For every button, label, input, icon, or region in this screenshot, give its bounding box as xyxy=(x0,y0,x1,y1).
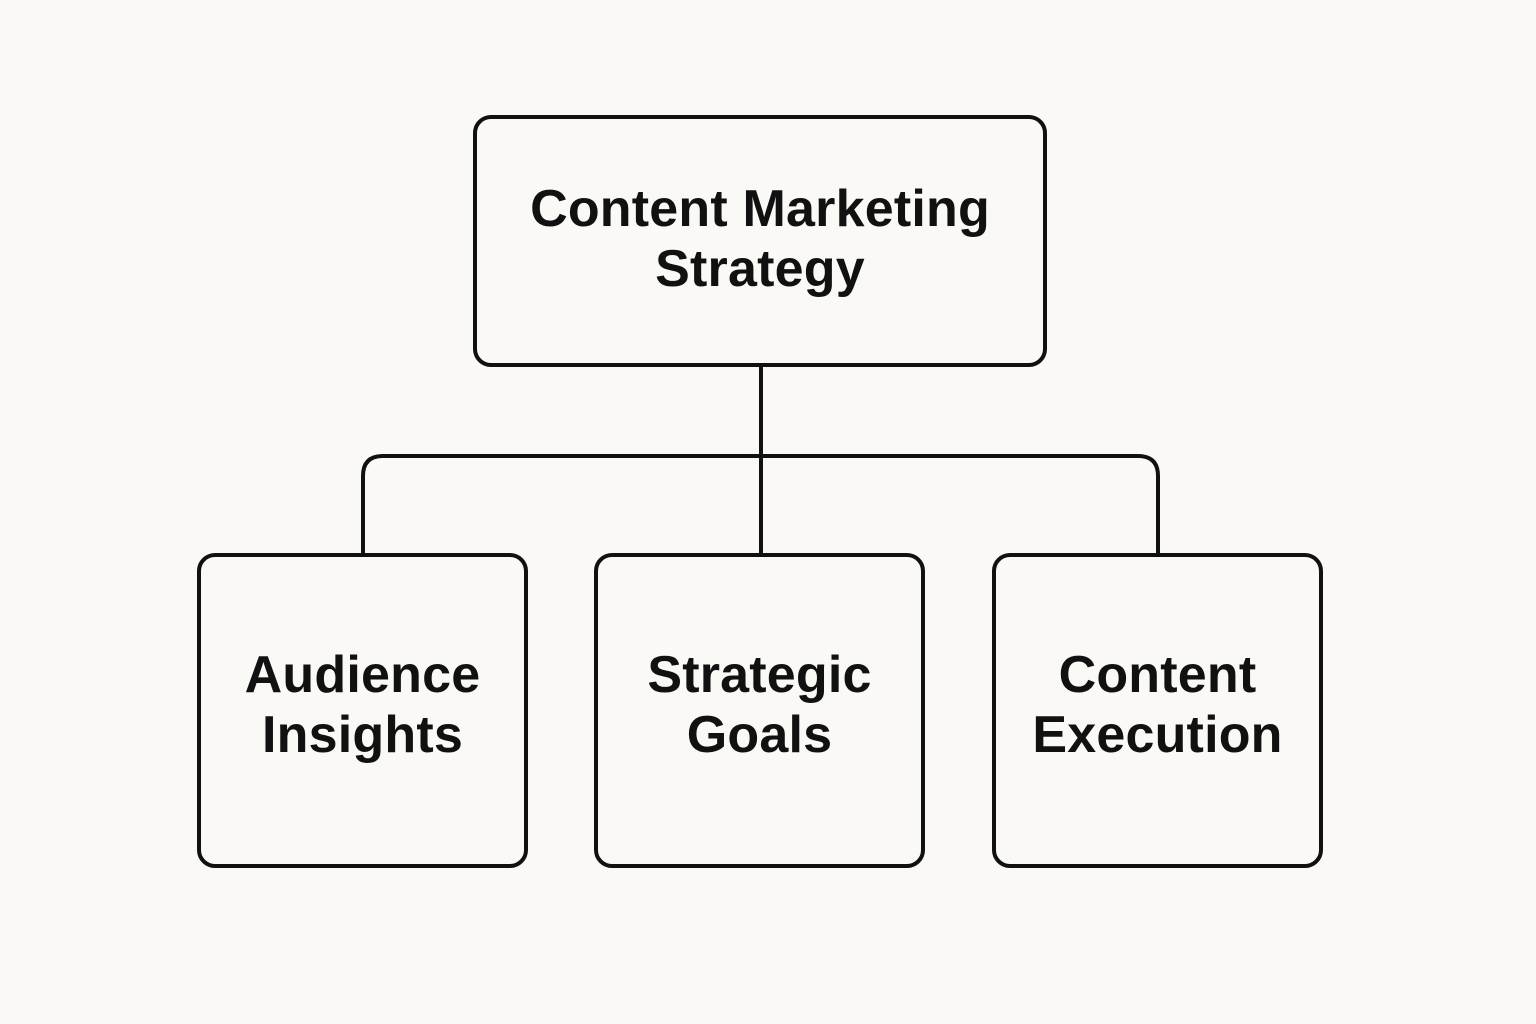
child-node-label-line2: Goals xyxy=(686,705,833,764)
root-node-label-line2: Strategy xyxy=(655,240,865,298)
child-node-label-line2: Insights xyxy=(262,705,463,764)
root-node-label-line1: Content Marketing xyxy=(530,180,990,238)
branch-line xyxy=(361,454,1160,553)
child-node-label-line1: Content xyxy=(1058,645,1257,704)
child-node-label-line2: Execution xyxy=(1032,705,1283,764)
child-node-label: Audience Insights xyxy=(245,645,481,765)
root-node-label: Content Marketing Strategy xyxy=(530,179,990,299)
child-node-label: Strategic Goals xyxy=(647,645,871,765)
child-node-strategic-goals: Strategic Goals xyxy=(594,553,925,868)
child-node-label-line1: Audience xyxy=(244,645,481,704)
child-node-label: Content Execution xyxy=(1032,645,1282,765)
child-node-content-execution: Content Execution xyxy=(992,553,1323,868)
child-node-label-line1: Strategic xyxy=(647,645,872,704)
child-node-audience-insights: Audience Insights xyxy=(197,553,528,868)
root-node: Content Marketing Strategy xyxy=(473,115,1047,367)
